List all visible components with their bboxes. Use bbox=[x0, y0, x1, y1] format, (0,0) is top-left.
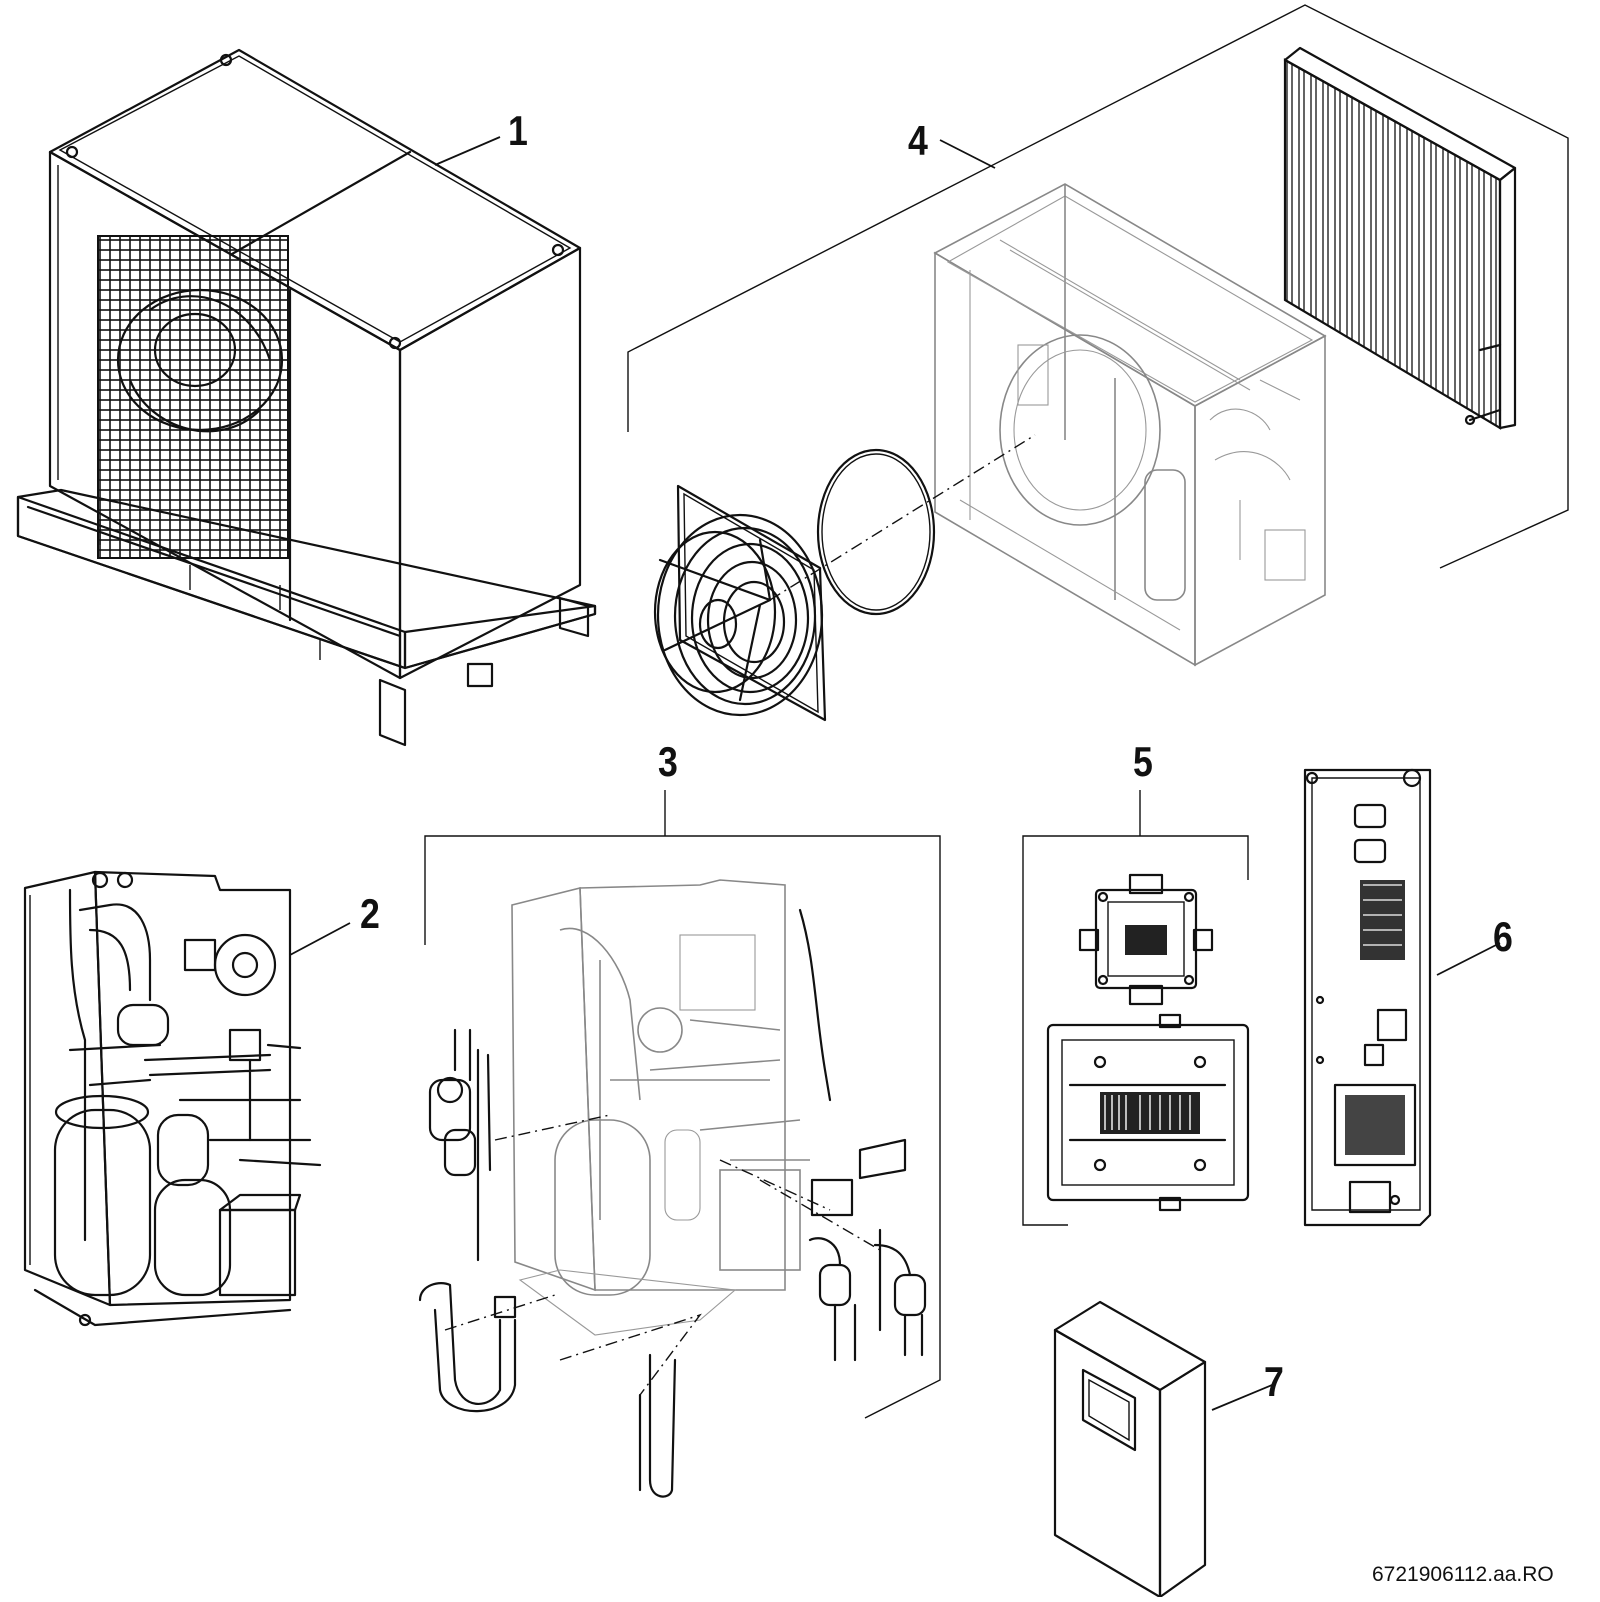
callout-4: 4 bbox=[908, 117, 928, 164]
callout-6: 6 bbox=[1493, 913, 1513, 960]
refrigeration-module bbox=[23, 870, 351, 1327]
callout-2: 2 bbox=[360, 890, 380, 937]
callout-7: 7 bbox=[1264, 1358, 1284, 1405]
lower-pipe bbox=[559, 1313, 702, 1498]
module-frame bbox=[511, 879, 810, 1336]
callout-3: 3 bbox=[658, 738, 678, 785]
exploded-piping-module bbox=[418, 790, 941, 1498]
small-terminal-box bbox=[1078, 873, 1214, 1006]
casing-box bbox=[48, 48, 582, 680]
fan-assembly bbox=[653, 434, 1036, 722]
right-pipe-parts bbox=[719, 908, 927, 1362]
large-terminal-box bbox=[1046, 1013, 1250, 1212]
u-bend-pipe bbox=[418, 1282, 556, 1413]
terminal-boxes bbox=[1022, 790, 1250, 1226]
unit-frame bbox=[933, 183, 1327, 667]
control-cabinet bbox=[1053, 1300, 1273, 1599]
callout-5: 5 bbox=[1133, 738, 1153, 785]
outdoor-unit-casing bbox=[16, 48, 597, 747]
pallet bbox=[16, 488, 597, 747]
callout-1: 1 bbox=[508, 107, 528, 154]
frame-fan-coil-assembly bbox=[627, 4, 1569, 722]
heat-exchanger-coil bbox=[1283, 46, 1517, 430]
control-board bbox=[1303, 768, 1501, 1227]
detached-valve-group bbox=[428, 1028, 611, 1262]
fan-ring bbox=[816, 448, 936, 616]
document-id: 6721906112.aa.RO bbox=[1372, 1563, 1554, 1586]
